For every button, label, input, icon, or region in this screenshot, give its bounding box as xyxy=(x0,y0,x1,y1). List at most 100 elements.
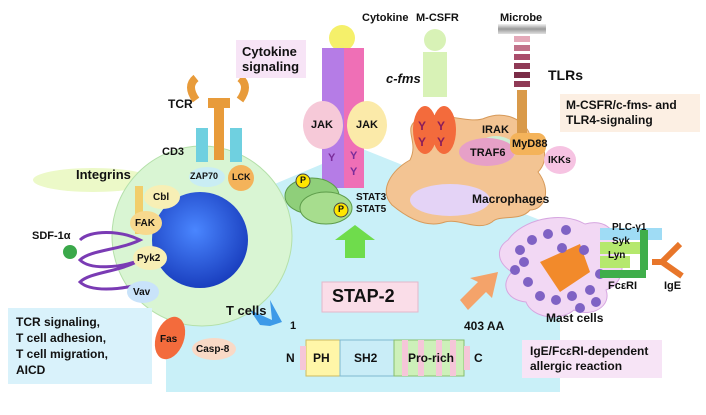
mast-granule xyxy=(591,297,601,307)
stap2-title: STAP-2 xyxy=(332,286,395,306)
stat5-label: STAT5 xyxy=(356,204,387,215)
integrins-label: Integrins xyxy=(76,167,131,182)
fceri-label: FcεRI xyxy=(608,280,638,292)
lck-label: LCK xyxy=(232,172,251,182)
tcr-label: TCR xyxy=(168,97,193,111)
t-cells-label: T cells xyxy=(226,303,267,318)
cd3-label: CD3 xyxy=(162,146,185,158)
mast-granule xyxy=(527,235,537,245)
mast-granule xyxy=(515,245,525,255)
sdf1a-label: SDF-1α xyxy=(32,230,71,242)
tyr-right-label-2: Y xyxy=(350,166,358,178)
mcsf-ligand xyxy=(424,29,446,51)
cytokine-signaling-box: Cytokine signaling xyxy=(236,40,306,78)
mcsfr-tyr-4: Y xyxy=(437,135,446,149)
tyr-left-label: Y xyxy=(328,152,336,164)
mcsfr-tyr-1: Y xyxy=(418,119,427,133)
mast-cell-nucleus xyxy=(540,244,590,292)
tcell-function-box: TCR signaling, T cell adhesion, T cell m… xyxy=(8,308,152,384)
macrophage-nucleus xyxy=(410,184,490,216)
mast-granule xyxy=(575,303,585,313)
tlr-stalk xyxy=(517,90,527,135)
myd88-label: MyD88 xyxy=(512,138,548,150)
fas-receptor xyxy=(154,316,186,360)
mcsfr-kinase-left xyxy=(413,106,437,154)
arrow-to-tcells xyxy=(250,300,282,326)
casp8 xyxy=(192,338,236,360)
domain-c: C xyxy=(474,351,483,365)
cytokine-ligand xyxy=(329,25,355,51)
tyr-right-label: Y xyxy=(350,150,358,162)
mast-granule xyxy=(567,291,577,301)
allergy-box: IgE/FcεRI-dependent allergic reaction xyxy=(522,340,662,378)
traf6 xyxy=(459,138,515,166)
microbe-label: Microbe xyxy=(500,12,543,24)
ige-label: IgE xyxy=(664,280,682,292)
domain-ph: PH xyxy=(313,351,330,365)
traf6-label: TRAF6 xyxy=(470,147,506,159)
mast-granule xyxy=(543,229,553,239)
fceri-stalk xyxy=(640,230,648,270)
casp8-label: Casp-8 xyxy=(196,344,230,355)
macrophages-label: Macrophages xyxy=(472,192,550,206)
mcsfr-receptor xyxy=(413,29,456,154)
stat3-label: STAT3 xyxy=(356,192,387,203)
lck xyxy=(228,165,254,191)
tlrs-label: TLRs xyxy=(548,67,583,83)
ikks-label: IKKs xyxy=(548,155,571,166)
syk-label: Syk xyxy=(612,236,630,247)
mast-cells-label: Mast cells xyxy=(546,311,604,325)
cxcr4-receptor xyxy=(77,231,144,291)
c-fms-label: c-fms xyxy=(386,71,421,86)
jak-left xyxy=(303,101,343,149)
zap70-label: ZAP70 xyxy=(190,171,219,181)
t-cell-nucleus xyxy=(152,192,248,288)
microbe xyxy=(498,24,546,34)
zap70 xyxy=(189,167,225,187)
arrow-to-mast xyxy=(460,272,498,310)
stap2-domains xyxy=(300,339,470,377)
jak-left-label: JAK xyxy=(311,119,334,131)
syk xyxy=(600,242,640,254)
mcsfr-tyr-2: Y xyxy=(437,119,446,133)
domain-n: N xyxy=(286,351,295,365)
lyn-label: Lyn xyxy=(608,250,626,261)
mast-granule xyxy=(561,225,571,235)
arrow-to-macrophage-up xyxy=(335,225,375,258)
phospho-stat3 xyxy=(295,173,311,189)
sdf1a-ligand xyxy=(63,245,77,259)
phospho-stat5 xyxy=(333,202,349,218)
mcsfr-tyr-3: Y xyxy=(418,135,427,149)
mcsfr-kinase-right xyxy=(432,106,456,154)
mast-granule xyxy=(535,291,545,301)
vav xyxy=(127,281,159,303)
mast-granule xyxy=(523,277,533,287)
mast-granule xyxy=(510,265,520,275)
residue-start: 1 xyxy=(290,320,297,332)
pyk2 xyxy=(133,246,167,270)
irak-label: IRAK xyxy=(482,124,509,136)
cytokine-label: Cytokine xyxy=(362,12,409,24)
integrin-stem xyxy=(135,186,143,234)
fak xyxy=(130,211,162,235)
domain-prorich: Pro-rich xyxy=(408,351,455,365)
vav-label: Vav xyxy=(133,287,151,298)
ige-antibody xyxy=(652,241,684,279)
mast-granule xyxy=(557,243,567,253)
residue-end: 403 AA xyxy=(464,319,505,333)
myd88 xyxy=(510,133,546,155)
tcr-complex xyxy=(187,74,249,162)
tlr-receptor xyxy=(498,24,546,135)
cbl-label: Cbl xyxy=(153,192,170,203)
lyn xyxy=(600,256,630,268)
cytokine-receptor xyxy=(303,25,387,188)
mast-granule xyxy=(585,285,595,295)
phospho-stat5-label: P xyxy=(338,204,345,214)
jak-right xyxy=(347,101,387,149)
cbl xyxy=(144,185,180,209)
fas-label: Fas xyxy=(160,334,178,345)
mast-granules xyxy=(510,225,605,313)
mast-granule xyxy=(551,295,561,305)
